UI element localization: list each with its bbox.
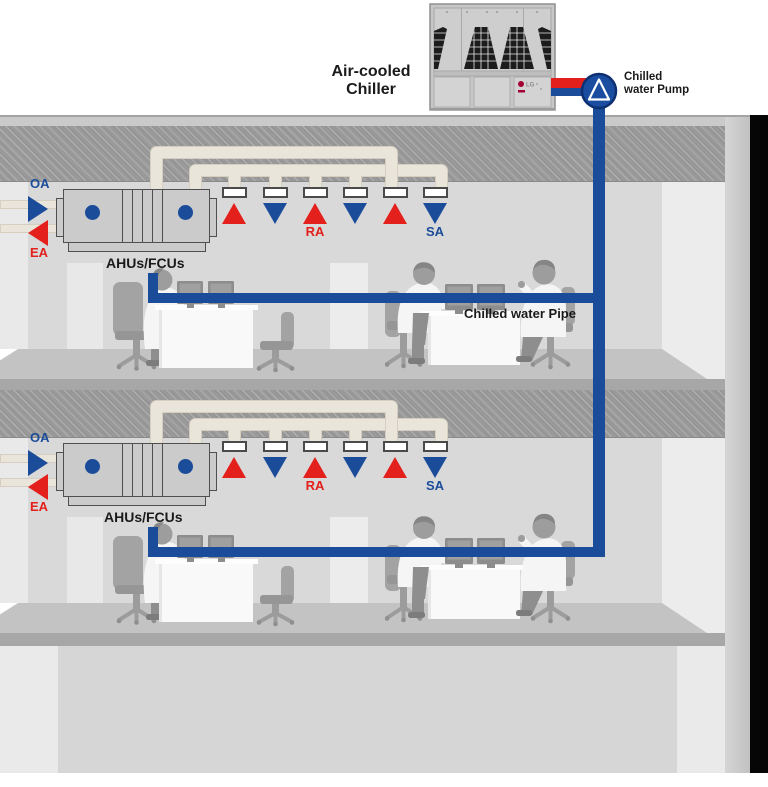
floor1-center-pillar <box>330 263 368 366</box>
ra-triangle-icon <box>222 203 246 224</box>
diffuser <box>303 187 328 198</box>
ahu-right-flange <box>209 452 217 491</box>
ra-triangle-icon <box>383 457 407 478</box>
floor1-slab-band <box>0 379 725 390</box>
sa-label: SA <box>425 478 445 493</box>
ahu-label: AHUs/FCUs <box>104 509 183 525</box>
building-right-wall <box>725 117 750 773</box>
ea-label: EA <box>30 499 49 514</box>
ground-wall <box>0 646 725 773</box>
ea-arrow-icon <box>28 220 48 246</box>
sa-triangle-icon <box>343 203 367 224</box>
sa-label: SA <box>425 224 445 239</box>
chilled-water-branch-pipe <box>148 547 605 557</box>
lg-brand-text: LG <box>526 83 535 89</box>
sa-triangle-icon <box>263 203 287 224</box>
duct-run <box>150 146 448 190</box>
ahu-base <box>68 496 206 506</box>
lg-logo-icon <box>518 81 524 87</box>
sa-triangle-icon <box>423 203 447 224</box>
oa-arrow-icon <box>28 196 48 222</box>
diffuser <box>222 187 247 198</box>
diffuser <box>423 187 448 198</box>
diffuser <box>383 187 408 198</box>
duct-run <box>150 400 448 444</box>
sa-triangle-icon <box>343 457 367 478</box>
ahu-fan-icon <box>85 459 100 474</box>
ea-arrow-icon <box>28 474 48 500</box>
ahu-base <box>68 242 206 252</box>
ahu-fan-icon <box>178 205 193 220</box>
floor1-left-wall-strip <box>0 181 28 349</box>
ahu-fan-icon <box>178 459 193 474</box>
chiller-supply-pipe-red <box>551 78 589 88</box>
ground-right-column <box>677 646 725 773</box>
pump-label-line2: water Pump <box>624 84 690 96</box>
floor2-right-wall-panel <box>662 435 725 633</box>
ra-triangle-icon <box>303 203 327 224</box>
ea-label: EA <box>30 245 49 260</box>
ground-left-column <box>0 646 58 773</box>
ra-label: RA <box>305 224 325 239</box>
diffuser <box>383 441 408 452</box>
chiller-unit-image: LG <box>429 3 556 111</box>
desk-group <box>385 511 577 626</box>
ahu-fan-icon <box>85 205 100 220</box>
diffuser <box>303 441 328 452</box>
oa-label: OA <box>30 176 50 191</box>
chilled-water-pipe-label: Chilled water Pipe <box>464 306 576 321</box>
chilled-water-branch-drop <box>148 527 158 557</box>
desk-group <box>111 266 297 373</box>
ahu-label: AHUs/FCUs <box>106 255 185 271</box>
pump-label: Chilled water Pump <box>624 71 689 97</box>
ra-triangle-icon <box>222 457 246 478</box>
chiller-label-line2: Chiller <box>346 81 396 98</box>
diffuser <box>423 441 448 452</box>
chilled-water-branch-drop <box>148 273 158 303</box>
sa-triangle-icon <box>263 457 287 478</box>
pump-icon <box>580 72 618 110</box>
chiller-label-line1: Air-cooled <box>331 63 411 80</box>
floor2-slab-band <box>0 633 725 646</box>
diffuser <box>263 187 288 198</box>
chilled-water-riser-pipe <box>593 104 605 557</box>
floor1-right-wall-panel <box>662 181 725 379</box>
ra-triangle-icon <box>303 457 327 478</box>
oa-label: OA <box>30 430 50 445</box>
floor2-left-wall-strip <box>0 435 28 603</box>
floor2-center-pillar <box>330 517 368 620</box>
chiller-label: Air-cooled Chiller <box>320 63 422 99</box>
chiller-return-pipe-blue <box>551 88 589 96</box>
roof-edge-line <box>0 115 750 117</box>
chilled-water-branch-pipe <box>148 293 605 303</box>
ra-triangle-icon <box>383 203 407 224</box>
building-right-dark-edge <box>750 115 768 773</box>
roof-surface <box>0 117 750 126</box>
sa-triangle-icon <box>423 457 447 478</box>
ra-label: RA <box>305 478 325 493</box>
pump-label-line1: Chilled <box>624 71 663 83</box>
oa-arrow-icon <box>28 450 48 476</box>
desk-group <box>111 520 297 627</box>
floor1-floor-surface <box>0 349 707 379</box>
diffuser <box>263 441 288 452</box>
diffuser <box>222 441 247 452</box>
diffuser <box>343 187 368 198</box>
floor2-floor-surface <box>0 603 707 633</box>
ahu-right-flange <box>209 198 217 237</box>
diffuser <box>343 441 368 452</box>
